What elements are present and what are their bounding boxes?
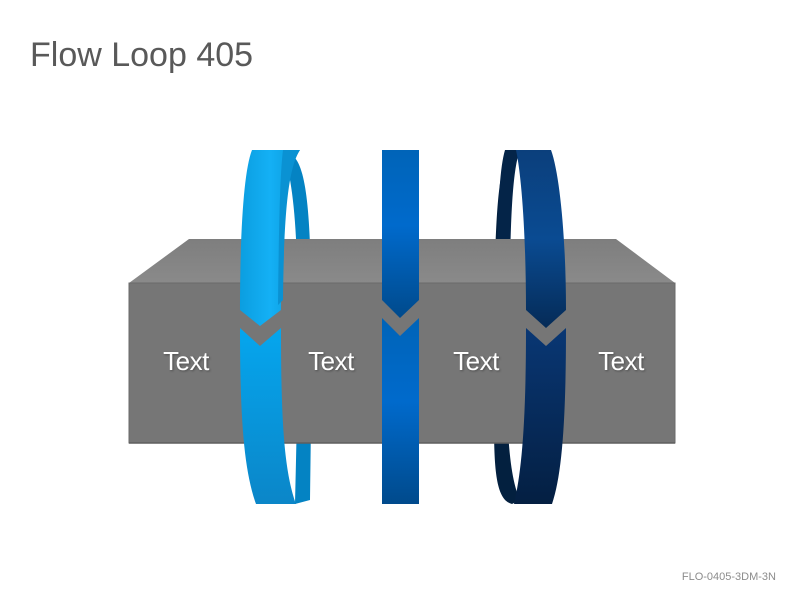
loop-2-front-bottom [382,318,419,504]
loop-3-front-bottom [514,328,566,504]
loop-3-front-top [516,150,566,328]
segment-1-label: Text [163,346,209,376]
loop-2-front-top [382,150,419,318]
segment-4-label: Text [598,346,644,376]
slide-title: Flow Loop 405 [30,36,254,74]
segment-2-label: Text [308,346,354,376]
footer-code: FLO-0405-3DM-3N [681,571,776,583]
segment-3-label: Text [453,346,499,376]
loop-1-front-bottom [240,328,296,504]
